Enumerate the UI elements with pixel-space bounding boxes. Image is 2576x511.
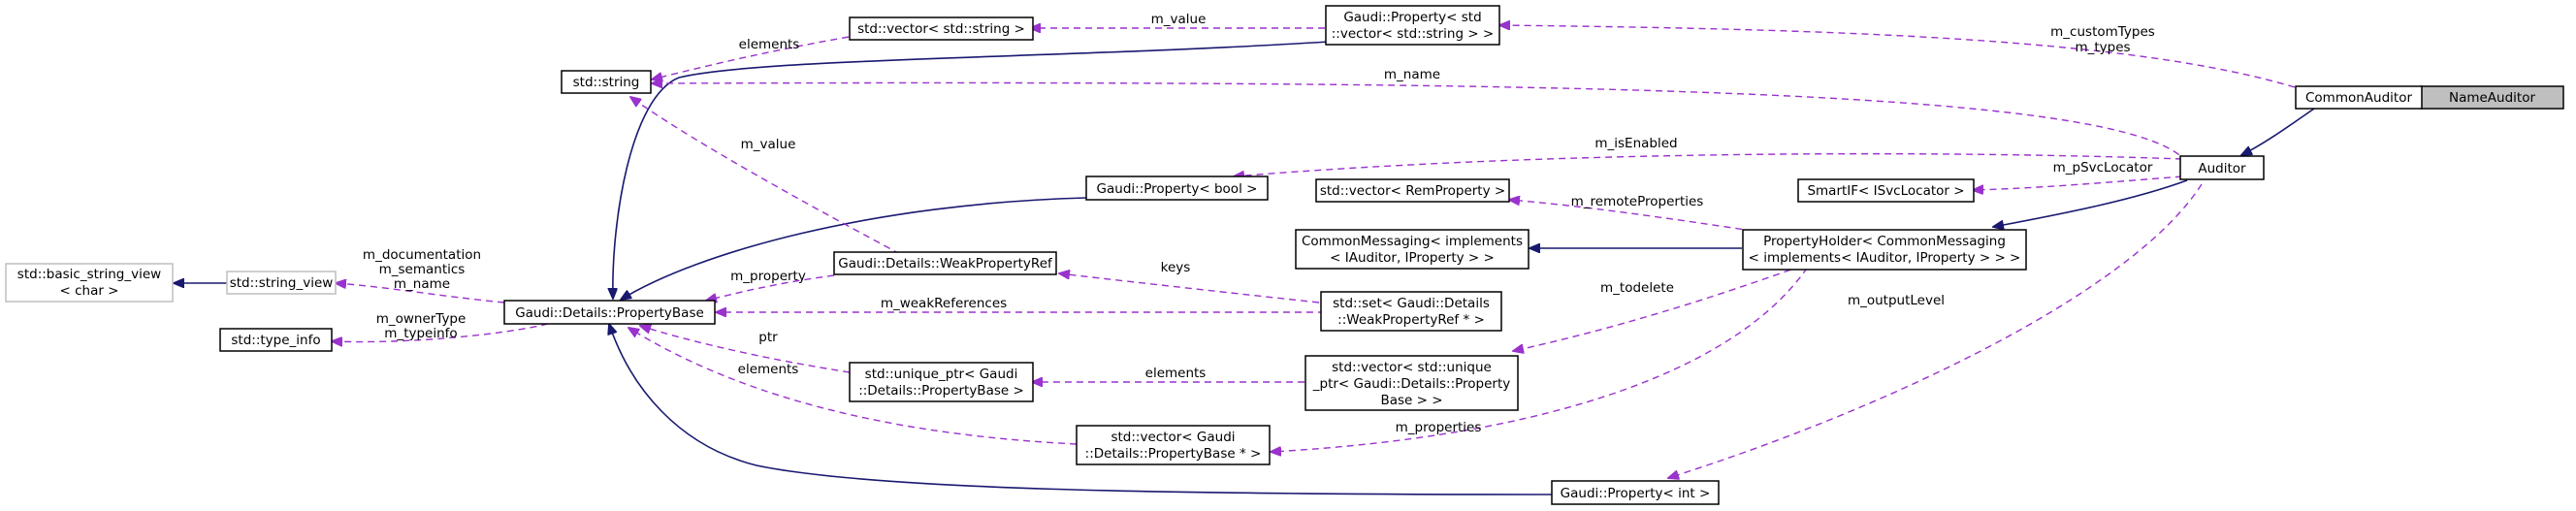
node-weak-property-ref[interactable]: Gaudi::Details::WeakPropertyRef [833,251,1057,275]
edge-elements-top [652,36,850,80]
node-vector-unique-ptr[interactable]: std::vector< std::unique _ptr< Gaudi::De… [1304,355,1519,411]
edge-m-psvclocator [1973,176,2183,190]
edge-label-m-outputlevel: m_outputLevel [1848,293,1945,308]
node-label: Gaudi::Details::PropertyBase [515,305,704,321]
node-label-line2: _ptr< Gaudi::Details::Property [1312,376,1511,392]
node-vector-remproperty[interactable]: std::vector< RemProperty > [1315,178,1510,203]
node-label-line1: std::set< Gaudi::Details [1333,296,1490,311]
edge-m-remoteproperties [1509,200,1766,234]
node-name-auditor[interactable]: NameAuditor [2420,85,2564,110]
node-label-line1: CommonMessaging< implements [1302,234,1523,249]
node-auditor[interactable]: Auditor [2179,155,2265,180]
node-label-line2: ::WeakPropertyRef * > [1337,312,1485,328]
node-label-line1: PropertyHolder< CommonMessaging [1763,234,2006,249]
edge-label-m-property: m_property [730,269,806,284]
node-string-view[interactable]: std::string_view [226,271,337,295]
node-property-bool[interactable]: Gaudi::Property< bool > [1085,176,1269,201]
node-label-line1: std::vector< Gaudi [1111,430,1235,445]
edge-keys [1059,273,1320,303]
edge-label-m-customtypes-line2: m_types [2075,40,2130,55]
edge-label-m-isenabled: m_isEnabled [1594,136,1677,151]
edge-m-todelete [1513,257,1824,351]
node-label-line1: Gaudi::Property< std [1343,10,1481,25]
edge-ptr [640,326,851,373]
node-property-vector-string[interactable]: Gaudi::Property< std ::vector< std::stri… [1325,5,1500,46]
node-label: std::string_view [230,275,334,291]
edge-propertyint-to-propertybase [609,324,1553,495]
edge-m-properties [1271,257,1815,452]
node-label: std::vector< RemProperty > [1320,183,1505,199]
node-common-auditor[interactable]: CommonAuditor [2295,85,2423,110]
edge-label-m-psvclocator: m_pSvcLocator [2053,160,2153,176]
edge-label-m-value-top: m_value [1151,12,1207,27]
edge-label-m-documentation-line3: m_name [394,276,450,292]
edge-propertyholder-to-auditor [1993,179,2188,227]
edge-label-m-ownertype-line1: m_ownerType [376,311,467,327]
node-label-line2: < char > [59,283,118,299]
node-type-info[interactable]: std::type_info [219,328,333,352]
node-label: std::type_info [231,333,320,348]
edge-label-keys: keys [1161,260,1191,275]
edge-label-ptr: ptr [758,330,778,345]
edge-label-m-todelete: m_todelete [1600,280,1674,296]
node-label: std::string [573,75,640,90]
node-label: NameAuditor [2449,90,2535,106]
node-vector-string[interactable]: std::vector< std::string > [849,16,1034,41]
edge-m-isenabled [1234,152,2183,176]
edge-label-m-customtypes-line1: m_customTypes [2050,24,2155,40]
node-label: std::vector< std::string > [857,21,1025,37]
node-label: CommonAuditor [2305,90,2412,106]
node-basic-string-view[interactable]: std::basic_string_view < char > [5,263,174,303]
node-label-line2: ::Details::PropertyBase > [858,383,1024,399]
edge-label-m-remoteproperties: m_remoteProperties [1571,194,1704,209]
node-label: Gaudi::Details::WeakPropertyRef [838,256,1053,271]
node-label-line1: std::basic_string_view [17,267,161,282]
node-vector-propbase-ptr[interactable]: std::vector< Gaudi ::Details::PropertyBa… [1076,425,1271,465]
edge-m-documentation [336,283,505,303]
node-property-base[interactable]: Gaudi::Details::PropertyBase [503,300,716,325]
node-label-line3: Base > > [1380,393,1442,408]
edge-propvecstring-to-propertybase [613,41,1330,299]
node-set-weakref[interactable]: std::set< Gaudi::Details ::WeakPropertyR… [1320,291,1502,332]
edge-elements-bottom [628,328,1078,445]
node-property-int[interactable]: Gaudi::Property< int > [1551,480,1720,505]
node-label-line2: ::Details::PropertyBase * > [1085,446,1262,462]
node-property-holder[interactable]: PropertyHolder< CommonMessaging < implem… [1742,229,2027,271]
edge-label-elements-bottom: elements [738,362,799,377]
node-label: Gaudi::Property< int > [1561,486,1711,501]
edge-label-m-weakreferences: m_weakReferences [881,296,1007,311]
edge-label-m-ownertype-line2: m_typeinfo [384,326,457,341]
edge-m-name [652,82,2188,164]
edge-m-customtypes [1499,25,2296,88]
edge-label-elements-mid: elements [1145,366,1207,381]
edge-m-value-mid [630,97,901,255]
edge-label-m-properties: m_properties [1396,420,1482,435]
node-label: Auditor [2198,161,2246,176]
node-label-line2: ::vector< std::string > > [1332,26,1494,42]
node-label-line1: std::unique_ptr< Gaudi [865,367,1018,382]
node-common-messaging[interactable]: CommonMessaging< implements < IAuditor, … [1295,229,1530,270]
node-label: Gaudi::Property< bool > [1097,181,1258,197]
edge-label-m-documentation-line2: m_semantics [379,262,466,277]
node-smartif[interactable]: SmartIF< ISvcLocator > [1797,178,1975,203]
node-label-line1: std::vector< std::unique [1332,360,1492,375]
edge-label-m-documentation-line1: m_documentation [363,247,481,263]
edge-label-m-name: m_name [1384,67,1440,82]
node-unique-ptr[interactable]: std::unique_ptr< Gaudi ::Details::Proper… [849,362,1034,402]
node-label: SmartIF< ISvcLocator > [1807,183,1964,199]
edge-label-elements-top: elements [739,37,800,52]
edge-m-outputlevel [1668,183,2203,478]
edge-propertybool-to-propertybase [621,197,1087,300]
edge-commonauditor-to-auditor [2241,108,2315,155]
edge-m-ownertype [332,323,549,342]
node-label-line2: < implements< IAuditor, IProperty > > > [1749,250,2021,266]
node-label-line2: < IAuditor, IProperty > > [1330,250,1495,266]
edge-label-m-value-mid: m_value [741,137,796,152]
edge-m-property [706,274,835,301]
node-std-string[interactable]: std::string [561,70,652,94]
